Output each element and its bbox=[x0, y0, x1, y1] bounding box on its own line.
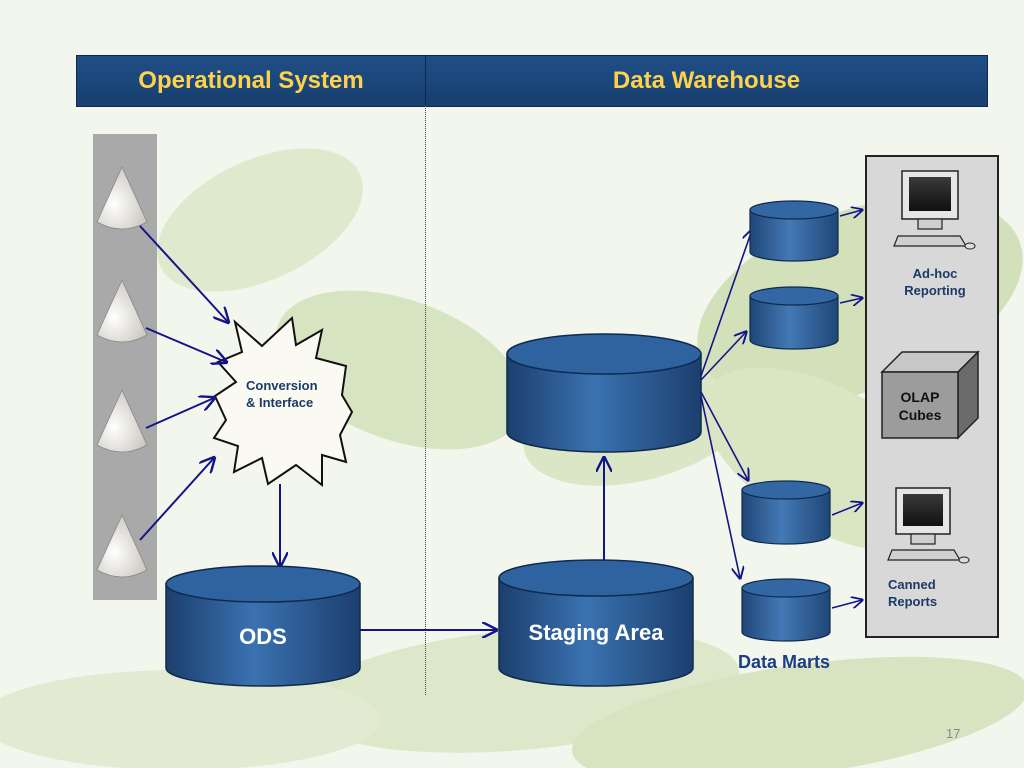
data-mart-cylinder bbox=[749, 200, 839, 262]
source-arrow bbox=[139, 458, 214, 541]
warehouse-to-mart-arrow bbox=[700, 230, 752, 377]
staging-area-cylinder bbox=[498, 559, 694, 687]
data-mart-cylinder bbox=[741, 480, 831, 545]
canned-line2: Reports bbox=[888, 594, 938, 609]
source-arrow bbox=[139, 225, 228, 322]
adhoc-reporting-label: Ad-hoc Reporting bbox=[885, 265, 985, 299]
warehouse-to-mart-arrow bbox=[700, 395, 740, 578]
data-warehouse-title: Data Warehouse bbox=[426, 56, 987, 106]
canned-line1: Canned bbox=[888, 577, 936, 592]
data-warehouse-cylinder bbox=[506, 333, 702, 453]
source-cone-icon bbox=[96, 279, 148, 343]
ods-label: ODS bbox=[239, 624, 287, 649]
data-mart-cylinder bbox=[741, 578, 831, 642]
conversion-interface-label: Conversion & Interface bbox=[246, 377, 318, 411]
conversion-line1: Conversion bbox=[246, 378, 318, 393]
page-number: 17 bbox=[946, 726, 961, 741]
source-cone-icon bbox=[96, 166, 148, 230]
source-cone-icon bbox=[96, 389, 148, 453]
operational-system-title: Operational System bbox=[77, 56, 426, 106]
staging-area-label: Staging Area bbox=[528, 620, 664, 645]
olap-cube-icon bbox=[880, 350, 980, 440]
mart-to-tool-arrow bbox=[831, 503, 862, 516]
data-marts-label: Data Marts bbox=[738, 652, 831, 672]
mart-to-tool-arrow bbox=[839, 298, 862, 303]
adhoc-line1: Ad-hoc bbox=[912, 266, 958, 281]
conversion-line2: & Interface bbox=[246, 395, 314, 410]
mart-to-tool-arrow bbox=[839, 210, 862, 216]
olap-line1: OLAP bbox=[900, 389, 940, 405]
ods-cylinder bbox=[165, 565, 361, 687]
source-arrow bbox=[145, 327, 226, 362]
mart-to-tool-arrow bbox=[831, 600, 862, 609]
computer-icon bbox=[893, 170, 976, 250]
computer-icon bbox=[887, 487, 970, 564]
section-divider bbox=[425, 105, 426, 695]
source-cone-icon bbox=[96, 514, 148, 578]
header-bar: Operational System Data Warehouse bbox=[76, 55, 988, 107]
adhoc-line2: Reporting bbox=[904, 283, 966, 298]
source-arrow bbox=[145, 398, 214, 429]
olap-line2: Cubes bbox=[898, 407, 942, 423]
warehouse-to-mart-arrow bbox=[700, 332, 746, 381]
warehouse-to-mart-arrow bbox=[700, 391, 748, 480]
olap-cubes-label: OLAP Cubes bbox=[882, 388, 958, 424]
canned-reports-label: Canned Reports bbox=[888, 576, 952, 610]
data-mart-cylinder bbox=[749, 286, 839, 350]
